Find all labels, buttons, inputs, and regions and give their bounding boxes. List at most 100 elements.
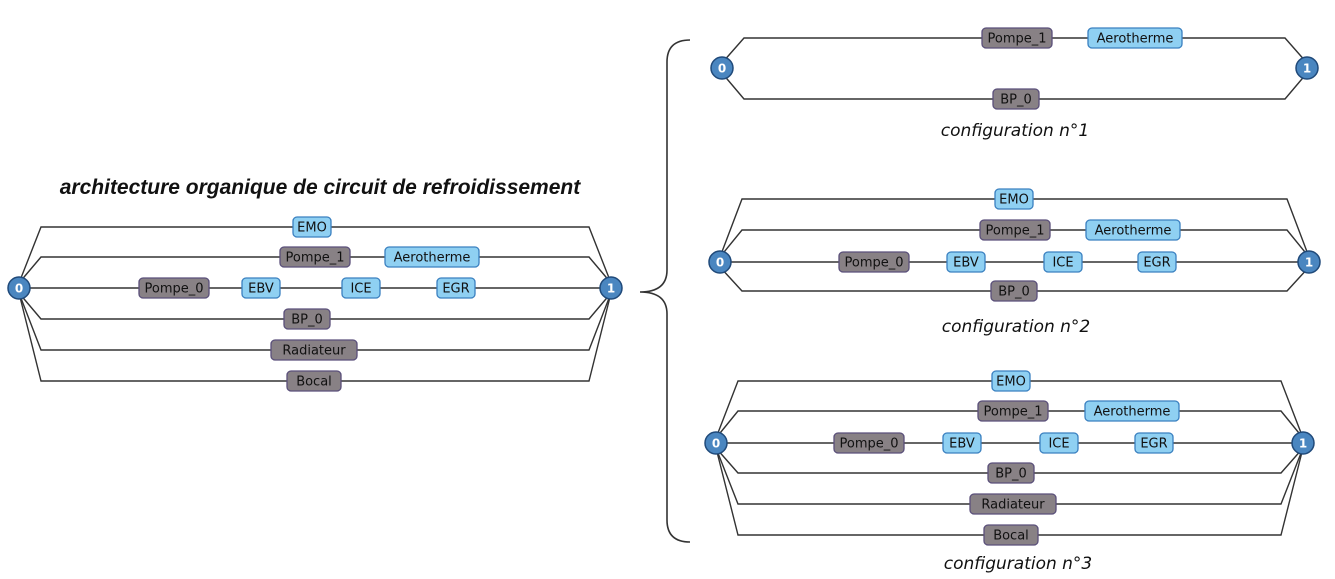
component-label: Bocal xyxy=(296,375,332,390)
node-circle xyxy=(1297,250,1321,274)
component-ice: ICE xyxy=(1043,251,1083,273)
caption-configuration-3: configuration n°3 xyxy=(943,554,1093,574)
component-label: BP_0 xyxy=(1000,93,1032,108)
node-circle xyxy=(599,276,623,300)
component-box xyxy=(286,370,342,392)
node-label: 0 xyxy=(718,62,726,76)
component-box xyxy=(1137,251,1177,273)
component-label: Radiateur xyxy=(981,498,1045,513)
component-ebv: EBV xyxy=(241,277,281,299)
component-box xyxy=(990,280,1038,302)
component-box xyxy=(270,339,358,361)
component-ice: ICE xyxy=(1039,432,1079,454)
node-label: 0 xyxy=(15,282,23,296)
branch-edge xyxy=(715,447,1304,536)
component-label: EGR xyxy=(1140,437,1167,452)
node-circle xyxy=(7,276,31,300)
node-label: 1 xyxy=(1303,62,1311,76)
component-label: Pompe_1 xyxy=(983,405,1042,420)
component-ebv: EBV xyxy=(946,251,986,273)
component-aerotherme: Aerotherme xyxy=(1084,400,1180,422)
component-ebv: EBV xyxy=(942,432,982,454)
component-box xyxy=(241,277,281,299)
component-label: Aerotherme xyxy=(1097,32,1174,47)
source-node: 0 xyxy=(7,276,31,300)
component-label: Pompe_1 xyxy=(985,224,1044,239)
component-label: ICE xyxy=(1048,437,1069,452)
component-box xyxy=(292,216,332,238)
node-label: 1 xyxy=(1299,437,1307,451)
component-box xyxy=(138,277,210,299)
component-box xyxy=(279,246,351,268)
component-label: EBV xyxy=(953,256,979,271)
grouping-brace xyxy=(639,39,691,543)
component-box xyxy=(341,277,381,299)
component-label: EMO xyxy=(999,193,1029,208)
component-box xyxy=(838,251,910,273)
component-emo: EMO xyxy=(991,370,1031,392)
component-label: BP_0 xyxy=(291,313,323,328)
component-egr: EGR xyxy=(436,277,476,299)
component-label: EMO xyxy=(297,221,327,236)
component-pompe_1: Pompe_1 xyxy=(979,219,1051,241)
component-box xyxy=(283,308,331,330)
node-label: 0 xyxy=(716,256,724,270)
component-emo: EMO xyxy=(292,216,332,238)
component-box xyxy=(991,370,1031,392)
component-bp_0: BP_0 xyxy=(283,308,331,330)
node-circle xyxy=(1295,56,1319,80)
component-label: EBV xyxy=(248,282,274,297)
component-box xyxy=(436,277,476,299)
component-box xyxy=(942,432,982,454)
branch-edge xyxy=(18,292,612,382)
component-box xyxy=(994,188,1034,210)
node-label: 1 xyxy=(1305,256,1313,270)
component-box xyxy=(1087,27,1183,49)
component-label: EMO xyxy=(996,375,1026,390)
component-label: Pompe_1 xyxy=(987,32,1046,47)
component-aerotherme: Aerotherme xyxy=(1087,27,1183,49)
component-pompe_1: Pompe_1 xyxy=(977,400,1049,422)
source-node: 0 xyxy=(708,250,732,274)
node-label: 1 xyxy=(607,282,615,296)
component-box xyxy=(992,88,1040,110)
component-box xyxy=(1084,400,1180,422)
component-label: Aerotherme xyxy=(394,251,471,266)
component-radiateur: Radiateur xyxy=(969,493,1057,515)
node-circle xyxy=(710,56,734,80)
sink-node: 1 xyxy=(1291,431,1315,455)
component-box xyxy=(981,27,1053,49)
component-emo: EMO xyxy=(994,188,1034,210)
component-label: EBV xyxy=(949,437,975,452)
component-bp_0: BP_0 xyxy=(990,280,1038,302)
component-box xyxy=(833,432,905,454)
node-circle xyxy=(704,431,728,455)
component-box xyxy=(1043,251,1083,273)
component-label: Radiateur xyxy=(282,344,346,359)
component-label: Bocal xyxy=(993,529,1029,544)
node-circle xyxy=(1291,431,1315,455)
component-aerotherme: Aerotherme xyxy=(384,246,480,268)
component-box xyxy=(384,246,480,268)
sink-node: 1 xyxy=(1297,250,1321,274)
component-label: Aerotherme xyxy=(1094,405,1171,420)
component-box xyxy=(1085,219,1181,241)
component-box xyxy=(969,493,1057,515)
component-label: EGR xyxy=(1143,256,1170,271)
component-box xyxy=(946,251,986,273)
component-bocal: Bocal xyxy=(983,524,1039,546)
component-label: Aerotherme xyxy=(1095,224,1172,239)
component-label: EGR xyxy=(442,282,469,297)
component-label: BP_0 xyxy=(998,285,1030,300)
component-label: ICE xyxy=(350,282,371,297)
caption-configuration-2: configuration n°2 xyxy=(941,317,1091,337)
component-ice: ICE xyxy=(341,277,381,299)
node-circle xyxy=(708,250,732,274)
component-label: BP_0 xyxy=(995,467,1027,482)
component-box xyxy=(987,462,1035,484)
component-aerotherme: Aerotherme xyxy=(1085,219,1181,241)
component-label: Pompe_0 xyxy=(144,282,203,297)
